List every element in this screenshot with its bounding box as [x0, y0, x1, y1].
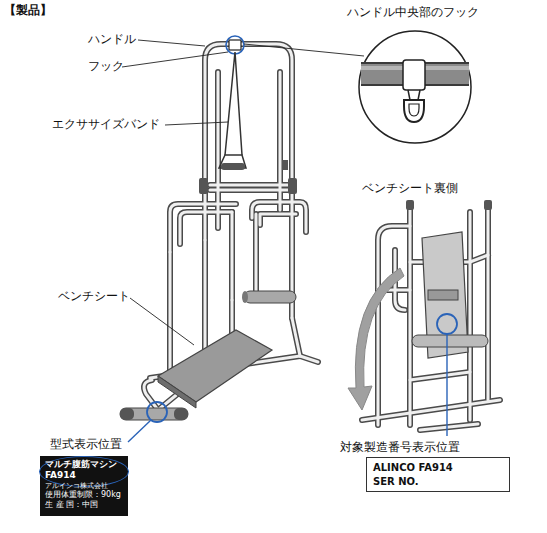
section-heading: 【製品】 [4, 4, 52, 18]
label-text: FA914 [45, 470, 123, 481]
label-text: 生 産 国：中国 [45, 500, 123, 510]
part-label: ベンチシート [58, 290, 130, 304]
label-text: 使用体重制限：90kg [45, 490, 123, 500]
serial-label: ALINCO FA914SER NO. [366, 457, 510, 492]
label-text: マルチ腹筋マシン [45, 459, 123, 470]
part-label: 対象製造番号表示位置 [340, 441, 460, 455]
part-label: フック [88, 60, 124, 74]
part-label: ハンドル中央部のフック [347, 6, 479, 20]
part-label: 型式表示位置 [50, 438, 122, 452]
label-text: ALINCO FA914 [373, 461, 503, 475]
label-text: アルインコ株式会社 [45, 482, 123, 491]
model-plate: マルチ腹筋マシンFA914アルインコ株式会社使用体重制限：90kg生 産 国：中… [40, 456, 128, 516]
part-label: エクササイズバンド [52, 118, 160, 132]
part-label: ハンドル [88, 33, 136, 47]
label-text: SER NO. [373, 475, 503, 489]
part-label: ベンチシート裏側 [362, 182, 458, 196]
